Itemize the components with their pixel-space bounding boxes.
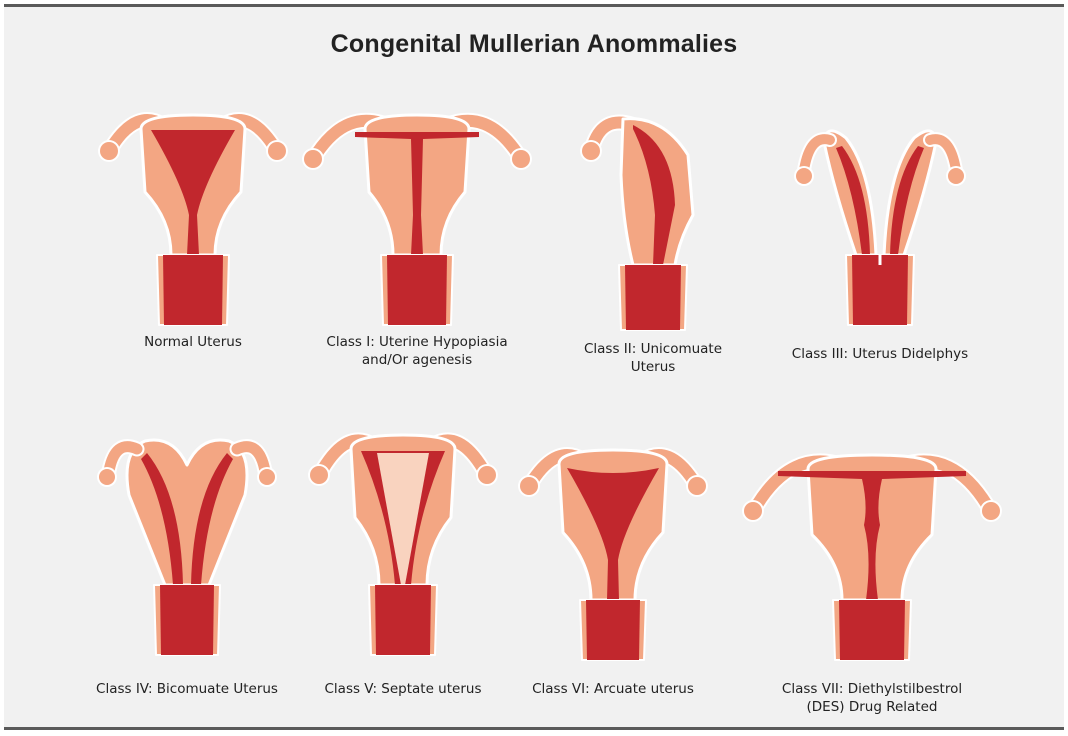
fimbria-right: [478, 466, 496, 484]
vaginal-canal: [375, 585, 431, 655]
caption-des: Class VII: Diethylstilbestrol(DES) Drug …: [752, 680, 992, 716]
caption-line: Normal Uterus: [93, 333, 293, 351]
vaginal-canal: [586, 600, 640, 660]
fimbria-left: [796, 168, 812, 184]
caption-unicornuate: Class II: UnicomuateUterus: [553, 340, 753, 376]
fimbria-right: [512, 150, 530, 168]
caption-bicornuate: Class IV: Bicomuate Uterus: [77, 680, 297, 698]
caption-line: Class IV: Bicomuate Uterus: [77, 680, 297, 698]
caption-line: Class VII: Diethylstilbestrol: [752, 680, 992, 698]
uterus-illustration-didelphys: [794, 131, 966, 325]
fimbria-right: [982, 502, 1000, 520]
uterus-illustration-des: [742, 455, 1002, 660]
caption-line: Class III: Uterus Didelphys: [770, 345, 990, 363]
caption-hypoplasia: Class I: Uterine Hypopiasiaand/Or agenes…: [297, 333, 537, 369]
fimbria-left: [310, 466, 328, 484]
fimbria-right: [259, 469, 275, 485]
caption-didelphys: Class III: Uterus Didelphys: [770, 345, 990, 363]
vaginal-canal: [625, 265, 681, 330]
fimbria-right: [688, 477, 706, 495]
uterus-illustration-bicornuate: [97, 440, 277, 655]
caption-line: Class V: Septate uterus: [303, 680, 503, 698]
fimbria-left: [100, 142, 118, 160]
caption-line: Class VI: Arcuate uterus: [513, 680, 713, 698]
uterus-illustration-unicornuate: [580, 119, 693, 330]
caption-line: Class I: Uterine Hypopiasia: [297, 333, 537, 351]
uterus-illustration-normal: [98, 115, 288, 325]
fimbria-left: [520, 477, 538, 495]
caption-line: (DES) Drug Related: [752, 698, 992, 716]
uterus-illustration-arcuate: [518, 450, 708, 660]
uterus-illustration-hypoplasia: [302, 115, 532, 325]
caption-septate: Class V: Septate uterus: [303, 680, 503, 698]
vaginal-canal: [839, 600, 905, 660]
fimbria-right: [268, 142, 286, 160]
caption-line: Uterus: [553, 358, 753, 376]
caption-normal: Normal Uterus: [93, 333, 293, 351]
uterus-illustration-septate: [308, 435, 498, 655]
fimbria-left: [582, 142, 600, 160]
caption-arcuate: Class VI: Arcuate uterus: [513, 680, 713, 698]
fimbria-left: [99, 469, 115, 485]
fimbria-right: [948, 168, 964, 184]
vaginal-canal: [387, 255, 447, 325]
fimbria-left: [304, 150, 322, 168]
fimbria-left: [744, 502, 762, 520]
vaginal-canal: [160, 585, 214, 655]
endometrial-cavity: [778, 471, 966, 600]
caption-line: Class II: Unicomuate: [553, 340, 753, 358]
vaginal-canal: [163, 255, 223, 325]
caption-line: and/Or agenesis: [297, 351, 537, 369]
vaginal-canal: [852, 255, 908, 325]
